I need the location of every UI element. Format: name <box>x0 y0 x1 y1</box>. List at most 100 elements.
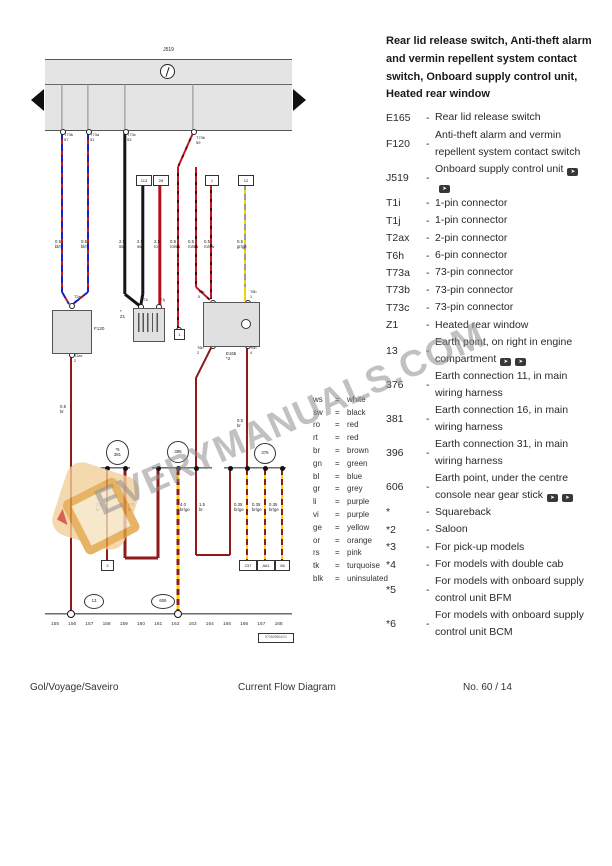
legend-item: 13-Earth point, on right in engine compa… <box>386 334 592 368</box>
wire-segment <box>61 133 63 292</box>
reference-box: 237 <box>239 560 257 571</box>
reference-box: 9726095042/1 <box>258 633 294 643</box>
diagram-label: 2.5 sw <box>119 239 125 250</box>
diagram-label: 1.5 br <box>96 502 102 513</box>
diagram-label: 0.5 ro/sw <box>188 239 199 250</box>
color-code: ws <box>313 394 323 404</box>
legend-code: *4 <box>386 558 396 571</box>
track-number: 161 <box>154 622 163 627</box>
legend-item: *5-For models with onboard supply contro… <box>386 573 592 607</box>
legend-item: J519-Onboard supply control unit➤➤ <box>386 161 592 195</box>
legend-dash: - <box>426 541 430 554</box>
color-legend-row: br=brown <box>313 444 388 457</box>
legend-code: T73c <box>386 301 410 314</box>
reference-box: 56 <box>275 560 290 571</box>
track-number: 168 <box>274 622 283 627</box>
earth-rail <box>152 467 212 469</box>
legend-dash: - <box>426 249 430 262</box>
legend-dash: - <box>426 480 430 493</box>
diagram-label: 4.0 br/ge <box>180 502 190 513</box>
color-code: gn <box>313 458 322 468</box>
legend-dash: - <box>426 523 430 536</box>
diagram-label: T2ax 1 <box>74 295 83 304</box>
color-name: blue <box>347 471 363 481</box>
legend-description: Squareback <box>435 505 492 518</box>
color-name: orange <box>347 535 372 545</box>
track-number: 160 <box>136 622 145 627</box>
color-code: rs <box>313 548 320 558</box>
legend-description: 1-pin connector <box>435 214 508 227</box>
legend-item: T1i-1-pin connector <box>386 195 592 212</box>
junction-dot <box>104 465 110 471</box>
wire-segment <box>195 167 197 287</box>
color-name: purple <box>347 497 370 507</box>
track-number: 155 <box>50 622 59 627</box>
legend-code: T2ax <box>386 232 410 245</box>
equals-sign: = <box>335 548 340 558</box>
equals-sign: = <box>335 433 340 443</box>
legend-description: 1-pin connector <box>435 196 508 209</box>
diagram-label: 0.35 br/ge <box>269 502 279 513</box>
legend-item: *-Squareback <box>386 504 592 521</box>
wire-segment <box>125 556 158 560</box>
color-name: red <box>347 420 359 430</box>
color-name: white <box>347 394 366 404</box>
diagram-label: T2ax 2 <box>74 354 83 363</box>
color-legend-row: bl=blue <box>313 470 388 483</box>
equals-sign: = <box>335 446 340 456</box>
legend-item: T73a-73-pin connector <box>386 264 592 281</box>
equals-sign: = <box>335 561 340 571</box>
diagram-label: 0.5 bl/rt <box>55 239 63 250</box>
legend-item: 606-Earth point, under the centre consol… <box>386 470 592 504</box>
control-unit-bus: J519 <box>45 47 292 131</box>
color-legend-row: gr=grey <box>313 483 388 496</box>
color-legend-row: tk=turquoise <box>313 559 388 572</box>
reference-box: 113 <box>136 175 152 186</box>
wire-segment <box>61 84 63 129</box>
equals-sign: = <box>335 458 340 468</box>
diagram-label: 0.5 br <box>237 418 243 429</box>
earth-ellipse: 606 <box>151 594 175 609</box>
diagram-label: F120 <box>94 326 105 331</box>
legend-item: F120-Anti-theft alarm and vermin repelle… <box>386 127 592 161</box>
color-code: gr <box>313 484 321 494</box>
color-legend-row: ws=white <box>313 393 388 406</box>
earth-ellipse: 376 <box>254 443 276 464</box>
legend-dash: - <box>426 232 430 245</box>
junction-dot <box>155 465 161 471</box>
component-box <box>138 313 158 332</box>
color-name: purple <box>347 510 370 520</box>
legend-description: 73-pin connector <box>435 301 514 314</box>
legend-code: 381 <box>386 412 404 425</box>
legend-dash: - <box>426 344 430 357</box>
legend-code: T73b <box>386 284 410 297</box>
track-number: 158 <box>102 622 111 627</box>
connector-symbol-icon <box>160 64 175 79</box>
legend-code: J519 <box>386 171 409 184</box>
legend-item: T2ax-2-pin connector <box>386 229 592 246</box>
color-name: brown <box>347 446 369 456</box>
reference-box: 28 <box>153 175 169 186</box>
wire-segment <box>246 346 248 467</box>
junction-dot <box>244 465 250 471</box>
bus-label: J519 <box>163 47 174 53</box>
wire-segment <box>246 469 248 560</box>
legend-item: T1j-1-pin connector <box>386 212 592 229</box>
wire-segment <box>195 469 197 555</box>
legend-code: 13 <box>386 344 398 357</box>
junction-dot <box>193 465 199 471</box>
legend-dash: - <box>426 378 430 391</box>
wire-segment <box>229 469 231 555</box>
diagram-label: T1i <box>143 298 148 302</box>
wire-segment <box>176 469 180 612</box>
legend-code: Z1 <box>386 319 399 332</box>
earth-terminal <box>67 610 75 618</box>
component-box <box>203 302 260 347</box>
wire-segment <box>123 133 127 294</box>
color-name: uninsulated <box>347 574 388 584</box>
reference-box: 12 <box>238 175 254 186</box>
diagram-label: T6h 4 <box>250 346 257 355</box>
wire-segment <box>156 469 160 558</box>
legend-code: * <box>386 506 391 519</box>
legend-item: 381-Earth connection 16, in main wiring … <box>386 402 592 436</box>
